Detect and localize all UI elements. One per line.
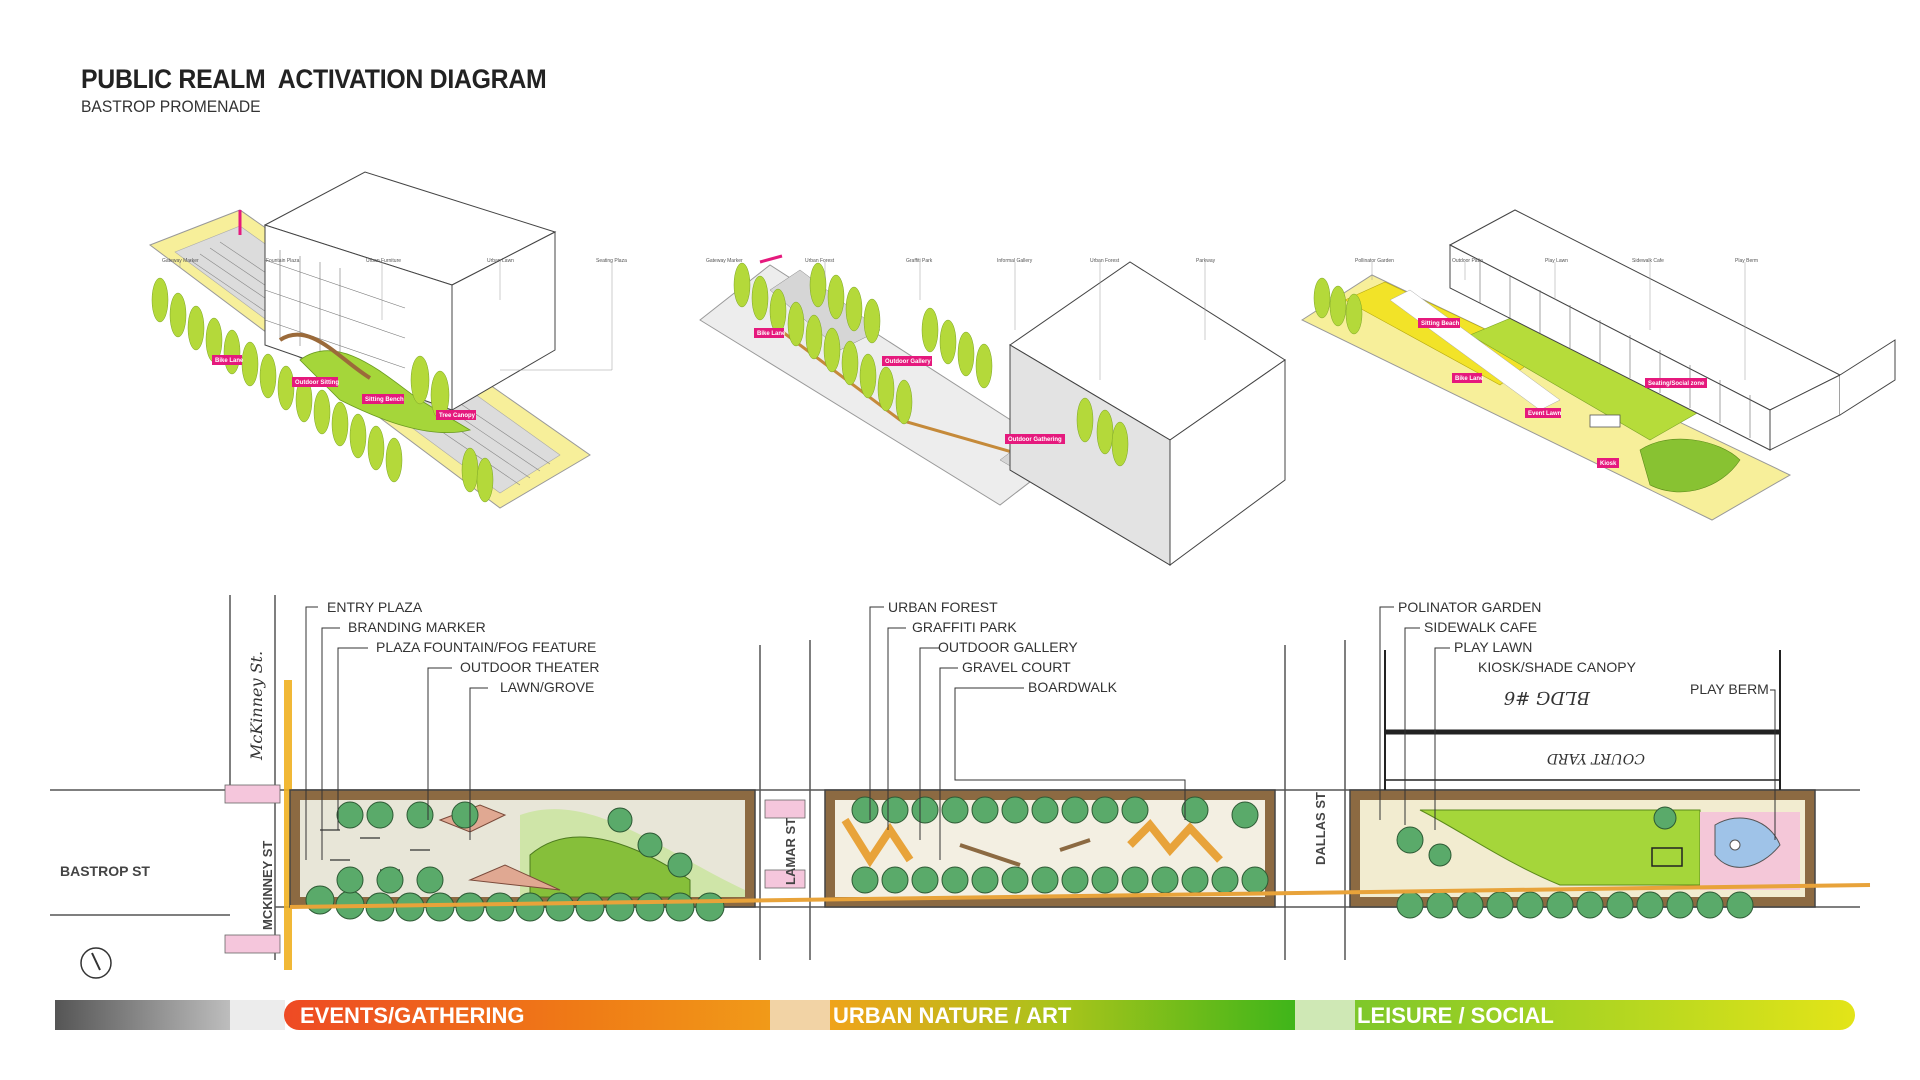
street-mckinney: MCKINNEY ST xyxy=(260,841,275,930)
axon2-callout-2: Graffiti Park xyxy=(906,258,933,264)
legend-leisure-label: LEISURE / SOCIAL xyxy=(1357,1003,1554,1028)
axon1-callout-4: Seating Plaza xyxy=(596,258,627,264)
axon2-tag-0: Bike Lane xyxy=(757,331,786,337)
axon3-play-berm xyxy=(1639,438,1741,493)
legend-bar: EVENTS/GATHERING URBAN NATURE / ART LEIS… xyxy=(55,1000,1855,1030)
axon2-trees xyxy=(733,262,1129,467)
north-arrow-icon xyxy=(80,947,112,979)
legend-nature-segment xyxy=(830,1000,1295,1030)
axon2-tag-2: Outdoor Gathering xyxy=(1008,437,1062,443)
axon-diagram-2: Gateway Marker Urban Forest Graffiti Par… xyxy=(699,254,1286,566)
axon3-columns xyxy=(1479,260,1751,438)
street-lamar: LAMAR ST xyxy=(783,818,798,885)
axon3-callout-0: Pollinator Garden xyxy=(1355,258,1394,264)
axon3-callout-2: Play Lawn xyxy=(1545,258,1568,264)
plan1-label-1: BRANDING MARKER xyxy=(348,619,486,635)
axon1-tag-3: Tree Canopy xyxy=(439,413,476,419)
axon3-tag-2: Event Lawn xyxy=(1528,411,1562,417)
axon1-callout-1: Fountain Plaza xyxy=(266,258,300,264)
axon3-tag-3: Seating/Social zone xyxy=(1648,381,1705,387)
axon3-tag-4: Kiosk xyxy=(1600,461,1617,467)
axon3-callout-1: Outdoor Patio xyxy=(1452,258,1483,264)
legend-leisure-segment xyxy=(1355,1000,1855,1030)
plan3-leaders xyxy=(1379,606,1776,840)
axon1-callout-2: Urban Furniture xyxy=(366,258,401,264)
axon2-callout-0: Gateway Marker xyxy=(706,258,743,264)
axon1-bench xyxy=(278,332,372,380)
legend-gray-segment xyxy=(55,1000,230,1030)
plan2-label-3: GRAVEL COURT xyxy=(962,659,1071,675)
axon1-trees xyxy=(151,277,494,503)
plan1-label-4: LAWN/GROVE xyxy=(500,679,594,695)
plan3-label-1: SIDEWALK CAFE xyxy=(1424,619,1537,635)
plan3-label-4: PLAY BERM xyxy=(1690,681,1769,697)
axon3-tags: Sitting Beach Bike Lane Event Lawn Seati… xyxy=(1418,318,1707,468)
axon2-callout-3: Informal Gallery xyxy=(997,258,1033,264)
plan2-label-4: BOARDWALK xyxy=(1028,679,1118,695)
axon1-tag-2: Sitting Bench xyxy=(365,397,404,403)
axon3-callout-4: Play Berm xyxy=(1735,258,1758,264)
axon2-callout-5: Parkway xyxy=(1196,258,1216,264)
site-plan: ENTRY PLAZA BRANDING MARKER PLAZA FOUNTA… xyxy=(50,595,1871,979)
plan3-label-2: PLAY LAWN xyxy=(1454,639,1532,655)
handwritten-bldg: BLDG #6 xyxy=(1504,687,1591,708)
legend-nature-gap xyxy=(1295,1000,1355,1030)
plan1-leaders xyxy=(305,606,488,860)
axon3-trees xyxy=(1313,277,1363,335)
legend-events-segment xyxy=(284,1000,770,1030)
axon1-callout-0: Gateway Marker xyxy=(162,258,199,264)
legend-events-gap xyxy=(770,1000,830,1030)
legend-events-label: EVENTS/GATHERING xyxy=(300,1003,525,1028)
plan1-label-3: OUTDOOR THEATER xyxy=(460,659,600,675)
axon2-tag-1: Outdoor Gallery xyxy=(885,359,931,365)
plan1-label-2: PLAZA FOUNTAIN/FOG FEATURE xyxy=(376,639,596,655)
plan2-label-2: OUTDOOR GALLERY xyxy=(938,639,1078,655)
axon1-tags: Bike Lane Outdoor Sitting Sitting Bench … xyxy=(212,355,476,420)
plan2-leaders xyxy=(869,606,1186,860)
axon1-building xyxy=(263,171,557,411)
axon-diagram-1: Gateway Marker Fountain Plaza Urban Furn… xyxy=(148,171,627,509)
plan1-plaza-marks xyxy=(320,829,430,871)
plan3-label-0: POLINATOR GARDEN xyxy=(1398,599,1541,615)
legend-nature-label: URBAN NATURE / ART xyxy=(833,1003,1072,1028)
axon3-callout-3: Sidewalk Cafe xyxy=(1632,258,1664,264)
plan2-label-1: GRAFFITI PARK xyxy=(912,619,1017,635)
axon1-callout-3: Urban Lawn xyxy=(487,258,514,264)
street-bastrop: BASTROP ST xyxy=(60,863,150,879)
street-dallas: DALLAS ST xyxy=(1313,792,1328,865)
axon-diagram-3: Pollinator Garden Outdoor Patio Play Law… xyxy=(1300,209,1896,521)
plan3-label-3: KIOSK/SHADE CANOPY xyxy=(1478,659,1637,675)
axon3-kiosk xyxy=(1589,414,1621,428)
page-subtitle: BASTROP PROMENADE xyxy=(81,97,261,116)
axon1-tag-1: Outdoor Sitting xyxy=(295,380,339,386)
axon3-tag-1: Bike Lane xyxy=(1455,376,1484,382)
axon2-tags: Bike Lane Outdoor Gallery Outdoor Gather… xyxy=(754,328,1065,444)
street-mckinney-handwritten: McKinney St. xyxy=(247,651,266,761)
plan2-label-0: URBAN FOREST xyxy=(888,599,998,615)
axon3-tag-0: Sitting Beach xyxy=(1421,321,1460,327)
page-title: PUBLIC REALM ACTIVATION DIAGRAM xyxy=(81,64,547,94)
handwritten-court-yard: COURT YARD xyxy=(1547,750,1645,766)
axon2-callout-1: Urban Forest xyxy=(805,258,835,264)
legend-light-segment xyxy=(230,1000,285,1030)
plan1-label-0: ENTRY PLAZA xyxy=(327,599,423,615)
axon1-tag-0: Bike Lane xyxy=(215,358,244,364)
axon2-callout-4: Urban Forest xyxy=(1090,258,1120,264)
